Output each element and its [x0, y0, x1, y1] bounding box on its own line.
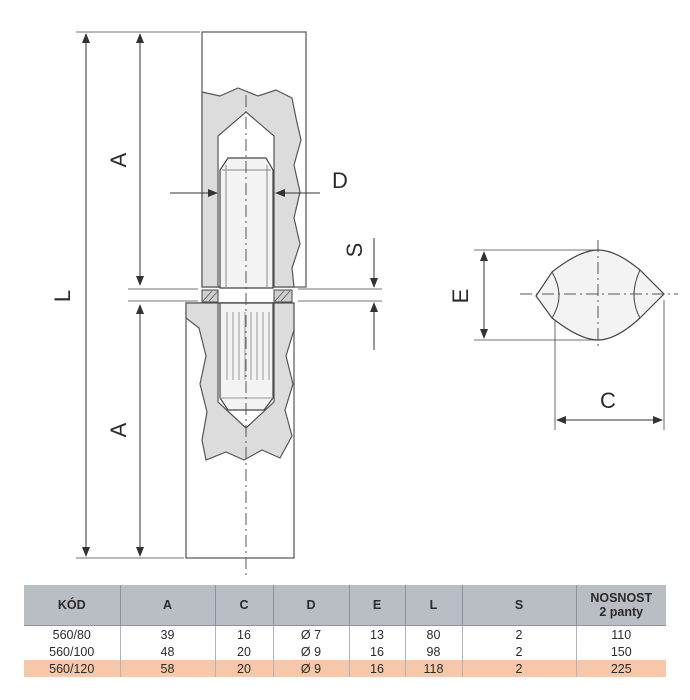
dim-D-label: D: [332, 168, 348, 193]
cell-a: 58: [120, 660, 216, 677]
dim-S-label: S: [342, 243, 367, 258]
cell-l: 98: [405, 643, 463, 660]
header-s: S: [462, 585, 577, 626]
header-nosnost-line2: 2 panty: [599, 605, 644, 619]
cell-c: 16: [215, 625, 274, 643]
header-l: L: [405, 585, 463, 626]
dim-A-lower: A: [106, 304, 144, 557]
dim-A-lower-label: A: [106, 422, 131, 437]
dim-D: D: [170, 168, 348, 197]
header-d: D: [273, 585, 350, 626]
header-a: A: [120, 585, 216, 626]
dim-L: L: [50, 31, 200, 559]
cell-l: 80: [405, 625, 463, 643]
dim-E-label: E: [448, 289, 473, 304]
cell-s: 2: [462, 643, 577, 660]
cell-nosnost: 110: [611, 627, 632, 642]
cell-a: 48: [120, 643, 216, 660]
dim-C-label: C: [600, 388, 616, 413]
hinge-technical-drawing: L A A D S E: [50, 31, 678, 575]
cell-e: 13: [349, 625, 406, 643]
lower-pin: [219, 302, 274, 411]
table-row-highlighted: 560/120 58 20 Ø 9 16 118 2 225: [24, 660, 666, 677]
dim-E: E: [448, 249, 596, 341]
cell-d: Ø 9: [273, 660, 350, 677]
hinge-spec-table: KÓD A C D E L S NOSNOST 2 panty 560/80 3…: [24, 585, 666, 677]
cell-s: 2: [462, 660, 577, 677]
header-nosnost-line1: NOSNOST: [590, 591, 653, 605]
dim-A-upper-label: A: [106, 152, 131, 167]
cell-c: 20: [215, 660, 274, 677]
cell-e: 16: [349, 643, 406, 660]
cell-e: 16: [349, 660, 406, 677]
washer: [201, 289, 293, 303]
table-row: 560/100 48 20 Ø 9 16 98 2 150: [24, 643, 666, 660]
dim-C: C: [554, 300, 665, 430]
cell-a: 39: [120, 625, 216, 643]
header-c: C: [215, 585, 274, 626]
hinge-top-view: [520, 240, 678, 350]
cell-kod: 560/120: [24, 660, 121, 677]
cell-nosnost: 150: [610, 644, 632, 659]
header-kod: KÓD: [24, 585, 121, 626]
cell-kod: 560/80: [24, 625, 121, 643]
dim-A-upper: A: [106, 33, 144, 286]
cell-d: Ø 9: [273, 643, 350, 660]
cell-d: Ø 7: [273, 625, 350, 643]
cell-l: 118: [405, 660, 463, 677]
header-e: E: [349, 585, 406, 626]
cell-nosnost: 225: [576, 660, 666, 677]
cell-c: 20: [215, 643, 274, 660]
table-header-row: KÓD A C D E L S NOSNOST 2 panty: [24, 585, 666, 626]
dim-L-label: L: [50, 290, 75, 302]
cell-s: 2: [462, 625, 577, 643]
header-nosnost: NOSNOST 2 panty: [576, 585, 666, 626]
table-row: 560/80 39 16 Ø 7 13 80 2 110: [24, 625, 666, 643]
dim-S: S: [342, 238, 378, 350]
cell-kod: 560/100: [24, 643, 121, 660]
